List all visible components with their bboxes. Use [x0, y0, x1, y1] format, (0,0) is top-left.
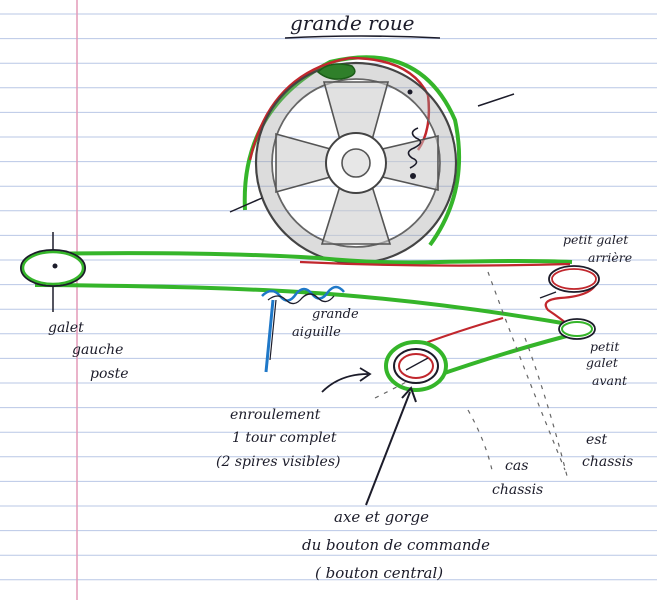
needle-squiggle: [261, 285, 345, 302]
upper-red-string: [299, 260, 571, 267]
title-underline: [284, 35, 441, 39]
wheel-top-attachment: [316, 63, 356, 80]
label-petit-galet-avant: petit galet avant: [586, 339, 628, 388]
wheel-inner-rim: [271, 78, 441, 248]
lower-green-string: [34, 283, 581, 328]
enroulement-arrow: [321, 373, 369, 393]
diagram-title: grande roue: [290, 11, 414, 35]
chassis-dashed-lines: [374, 271, 569, 481]
petit-galet-avant-pulley: [558, 318, 596, 340]
label-grande-aiguille: grande aiguille: [292, 307, 363, 340]
needle-shaft: [264, 299, 275, 373]
needle-squiggle-dark: [267, 293, 335, 305]
petit-galet-arriere-pulley: [539, 265, 600, 299]
wheel-pointer-stroke-right: [477, 93, 515, 107]
label-cas-chassis: cas chassis: [492, 458, 543, 498]
wheel-spring-anchor: [410, 173, 416, 179]
grande-roue-wheel: [242, 55, 462, 265]
wheel-pointer-stroke-left: [229, 197, 263, 213]
enroulement-arrow-head: [359, 367, 372, 382]
wheel-spring-coil: [407, 127, 422, 169]
wheel-rim-shading: [257, 64, 455, 262]
bouton-central-spool: [384, 340, 448, 392]
upper-green-string: [34, 251, 573, 265]
wheel-spokes: [275, 81, 439, 245]
axe-arrow-head: [401, 386, 417, 403]
wheel-red-rim-trace: [248, 56, 430, 161]
label-petit-galet-arriere: petit galet arrière: [563, 232, 632, 265]
grande-aiguille: [261, 285, 345, 373]
galet-gauche-pulley: [20, 232, 86, 312]
label-est-chassis: est chassis: [582, 432, 633, 470]
wheel-outer-rim: [254, 61, 458, 265]
needle-shaft-dark: [269, 299, 277, 361]
wheel-hub-inner: [341, 148, 371, 178]
label-enroulement: enroulement 1 tour complet (2 spires vis…: [216, 407, 341, 470]
wheel-top-pin: [407, 89, 413, 95]
axe-arrow: [365, 391, 411, 506]
label-galet-gauche: galet gauche poste: [48, 320, 129, 382]
label-axe-bouton: axe et gorge du bouton de commande ( bou…: [302, 508, 495, 582]
